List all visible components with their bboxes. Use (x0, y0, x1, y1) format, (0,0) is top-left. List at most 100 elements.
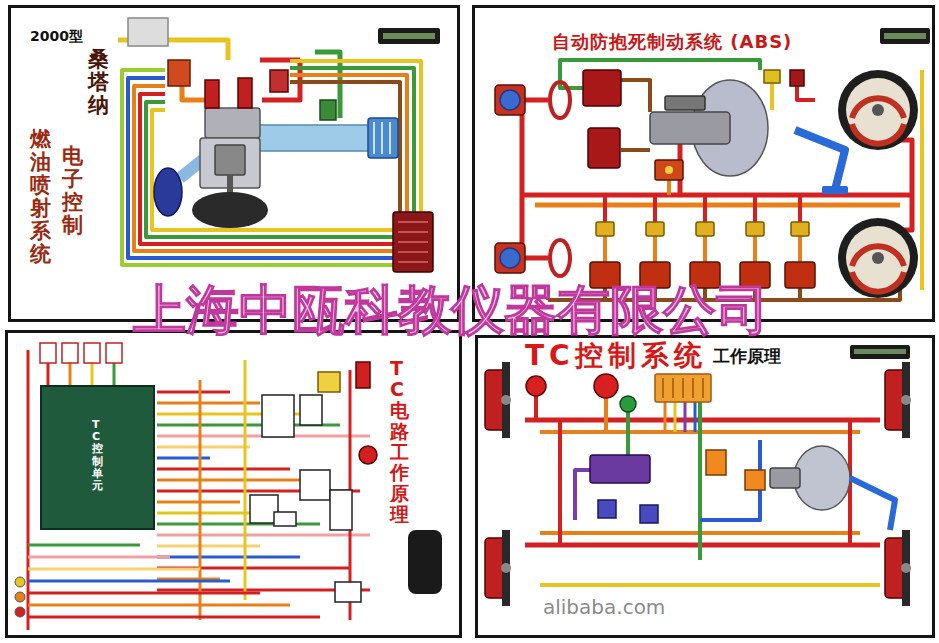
wire (662, 378, 664, 398)
wire (157, 556, 300, 559)
wire (69, 363, 72, 385)
wire (381, 122, 383, 154)
wire (664, 402, 667, 432)
throttle-body (368, 118, 398, 158)
sensor (320, 100, 336, 120)
wire (603, 236, 607, 262)
brake-drum (838, 70, 918, 150)
wire (798, 195, 802, 222)
wire (672, 378, 674, 398)
wire (122, 70, 393, 265)
fuel-pump (128, 18, 168, 46)
fuse (62, 343, 78, 363)
wire (667, 180, 671, 195)
brake-disc (502, 530, 510, 606)
valve-dot (665, 166, 673, 174)
indicator-lamp (15, 577, 25, 587)
display-glass (854, 349, 906, 354)
master-cylinder (650, 112, 730, 144)
wire (682, 378, 684, 398)
brake-disc (902, 530, 910, 606)
wire (620, 80, 650, 112)
brake-pedal (822, 186, 848, 194)
wire (28, 556, 170, 559)
wire (694, 402, 697, 432)
hydraulic-unit (590, 455, 650, 483)
wire (525, 543, 880, 548)
crankshaft (192, 192, 268, 228)
lamp (359, 446, 377, 464)
wire (684, 402, 687, 432)
wire (398, 251, 428, 253)
hub (872, 252, 884, 264)
wire (157, 446, 250, 449)
wire (157, 468, 290, 471)
wheel-sensor (500, 90, 520, 110)
board-title: 燃油喷射系统 (30, 128, 51, 267)
wire (47, 363, 50, 385)
solenoid-valve (646, 222, 664, 236)
wire (28, 544, 140, 547)
wire (626, 410, 630, 455)
valve (640, 505, 658, 523)
wire (703, 195, 707, 222)
wire (703, 236, 707, 262)
wire (797, 86, 815, 100)
wire (850, 478, 895, 530)
wire (28, 604, 290, 607)
wire (920, 70, 924, 290)
wire (753, 195, 757, 222)
unit-label: TC控制单元 (92, 419, 103, 492)
control-unit (583, 70, 621, 106)
display-board: TC电路工作原理 TC控制单元 (5, 330, 462, 638)
display-window (850, 345, 910, 359)
wire (244, 360, 247, 600)
brake-booster (794, 446, 850, 510)
brake-shoe (852, 124, 904, 144)
relay (335, 582, 361, 602)
brake-shoe (852, 272, 904, 292)
model-label: 2000型 (30, 28, 83, 46)
wire (540, 583, 880, 587)
wire (621, 148, 650, 152)
relay (790, 70, 804, 86)
wire (398, 261, 428, 263)
valve (598, 500, 616, 518)
control-unit (655, 374, 711, 402)
wire (398, 231, 428, 233)
board-title: 电子控制 (62, 145, 83, 237)
sensor (168, 60, 190, 86)
wire (795, 130, 845, 190)
sensor-ring (550, 82, 570, 118)
display-glass (383, 33, 435, 39)
board-title: TC电路工作原理 (390, 358, 409, 525)
control-knob (408, 530, 442, 594)
display-board: TC控制系统工作原理 (475, 335, 935, 638)
wire (134, 86, 393, 251)
wire (603, 195, 607, 222)
wire (373, 122, 375, 154)
solenoid-valve (696, 222, 714, 236)
display-board: 2000型桑塔纳电子控制燃油喷射系统 (8, 5, 460, 322)
relay (356, 362, 370, 388)
switch (764, 70, 780, 83)
display (274, 512, 296, 526)
wire (27, 350, 30, 630)
wire (146, 102, 393, 237)
wire (182, 86, 205, 100)
relay (262, 395, 294, 437)
wire (389, 122, 391, 154)
wire (128, 78, 393, 258)
brake-disc (502, 362, 510, 438)
brake-caliper (495, 85, 525, 115)
injector (238, 78, 252, 108)
relay (300, 470, 330, 500)
hub (872, 104, 884, 116)
hub (501, 563, 511, 573)
hub (501, 395, 511, 405)
brake-disc (902, 362, 910, 438)
wire (798, 236, 802, 262)
control-unit (588, 128, 620, 168)
wire (157, 391, 230, 394)
